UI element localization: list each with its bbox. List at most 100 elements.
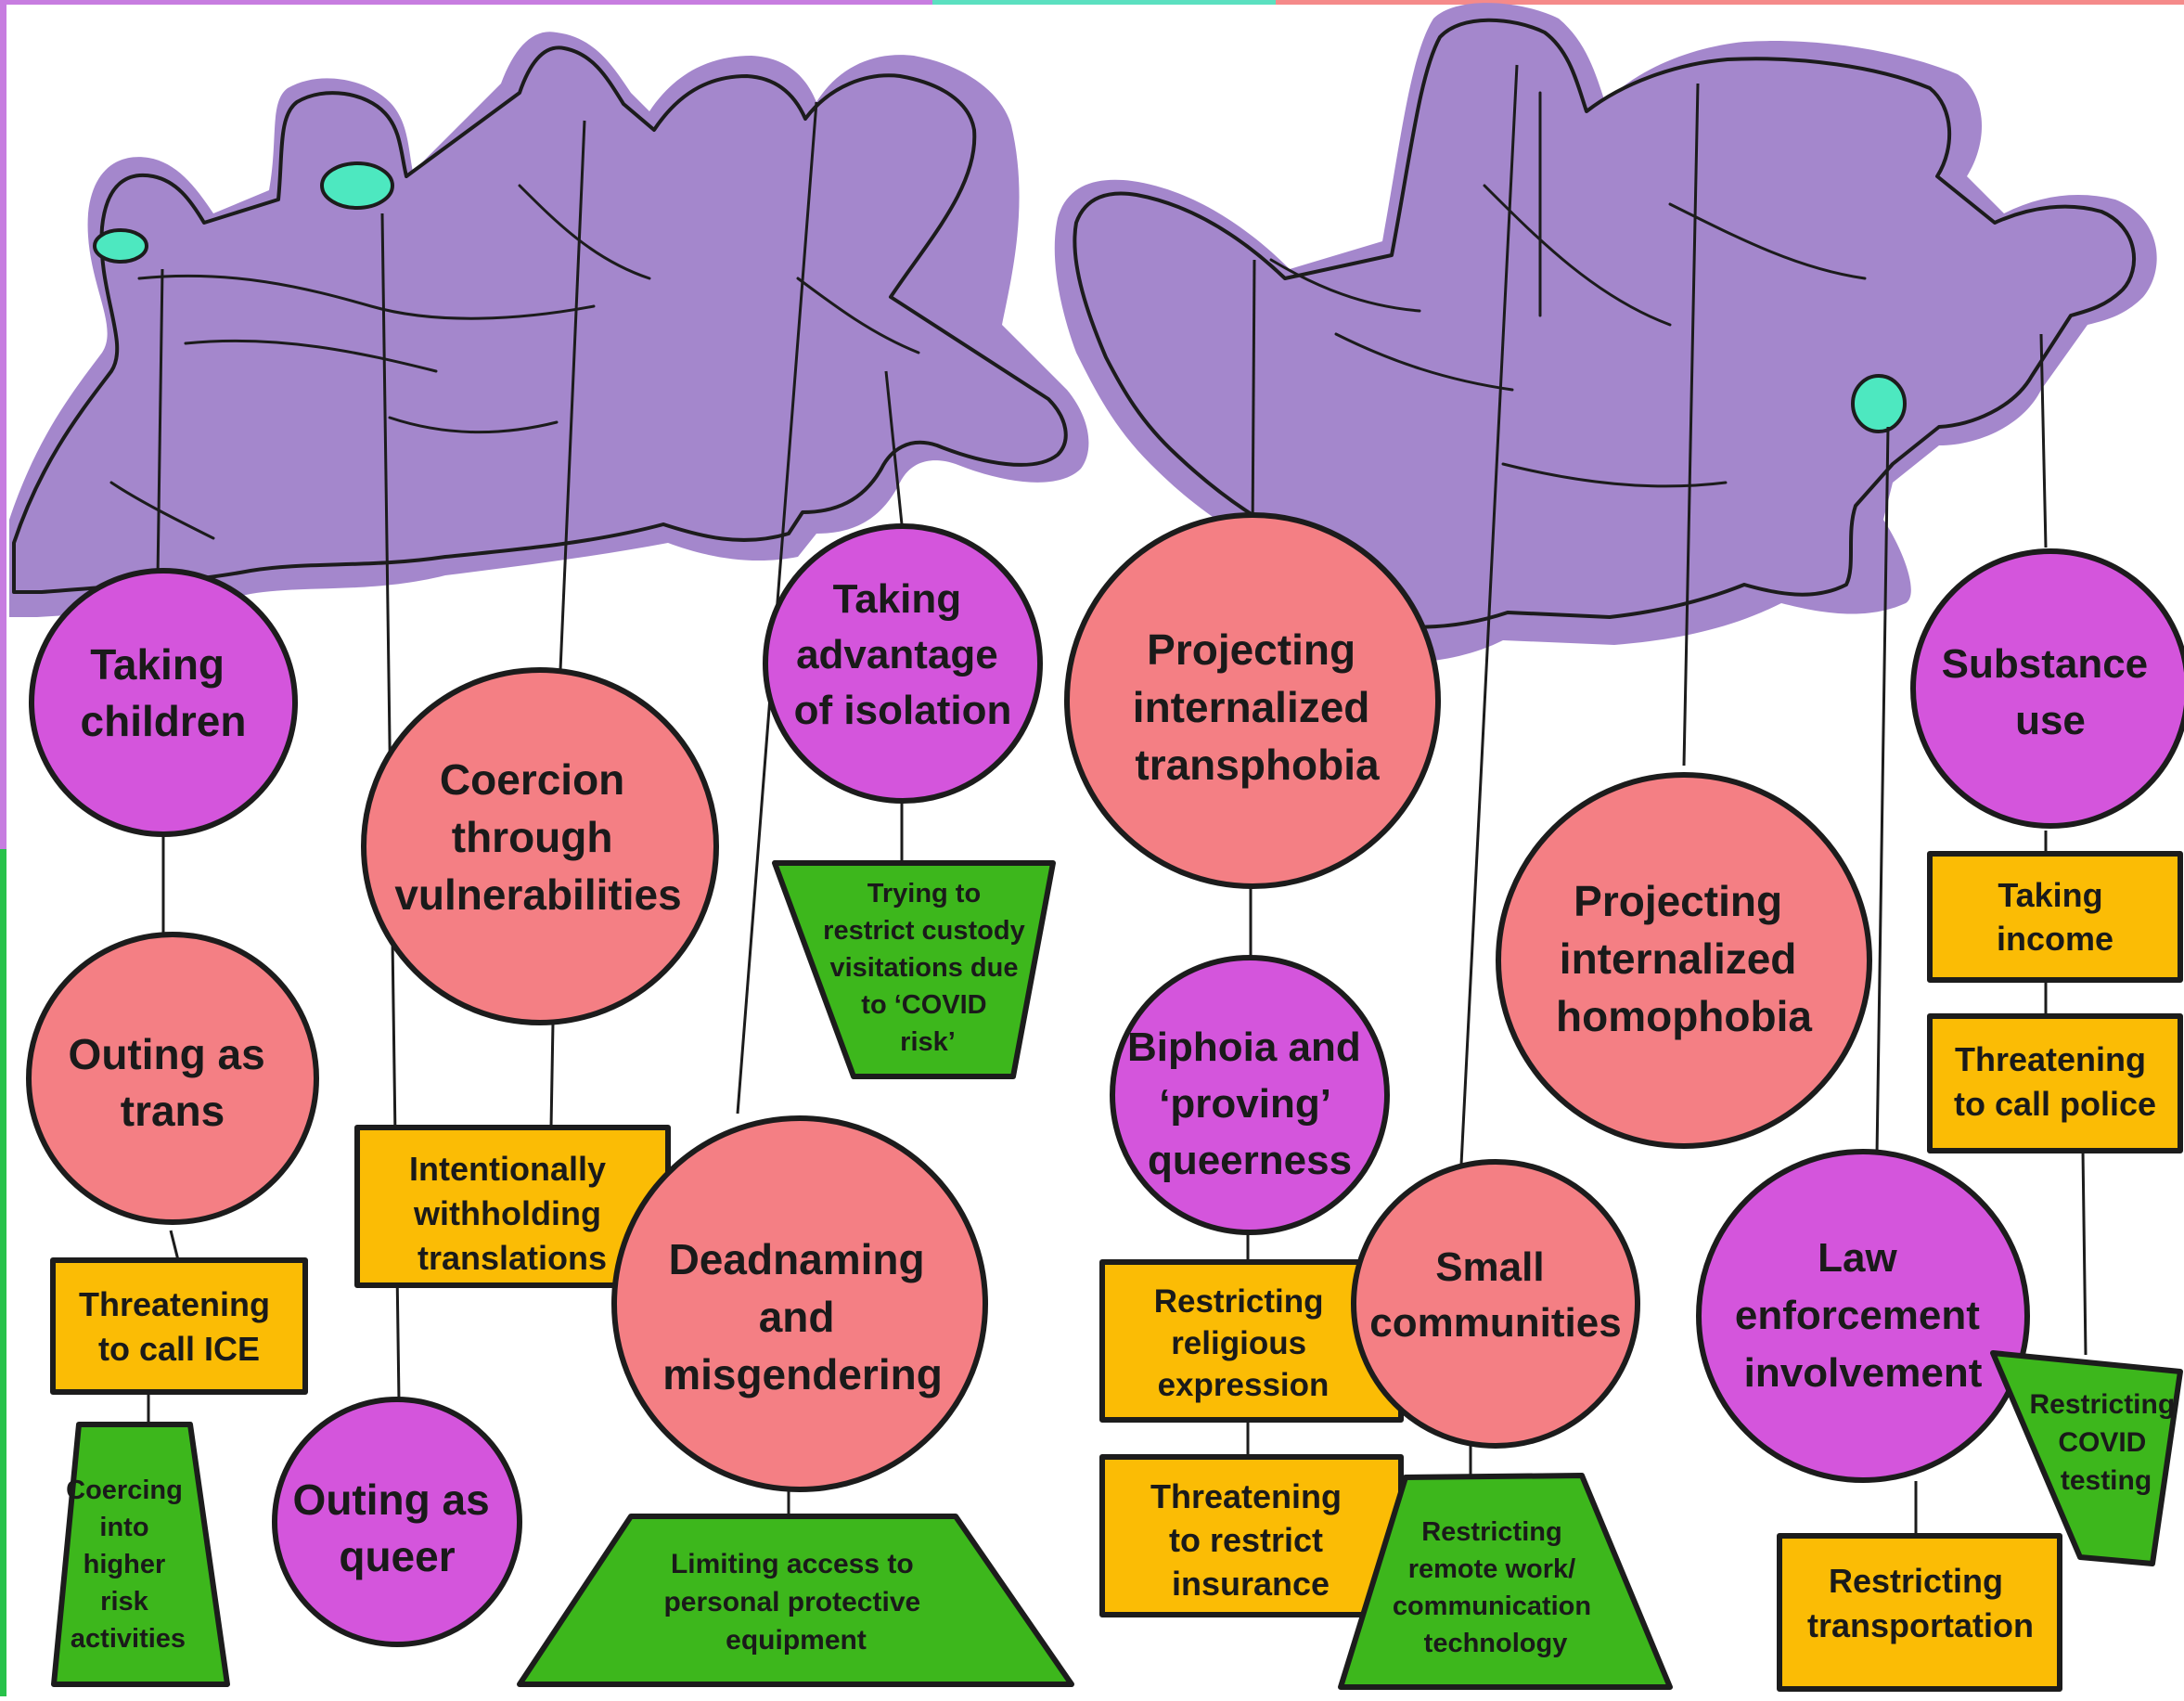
tactic-shape (29, 568, 298, 837)
label-line: activities (71, 1624, 186, 1654)
right-puppeteer-hand-icon (1054, 3, 2157, 663)
tactic-internalized-transphobia: Projecting internalized transphobia (1064, 512, 1441, 889)
label-line: use (2015, 698, 2086, 743)
label-line: and (759, 1293, 835, 1341)
string-isolation (884, 370, 904, 525)
tactic-shape (1064, 512, 1441, 889)
tactic-shape (50, 1257, 308, 1395)
label-line: Small (1435, 1244, 1544, 1290)
label-line: to call ICE (98, 1330, 260, 1368)
tactic-label: Limiting access to personal protective e… (663, 1549, 928, 1656)
left-hand-body (12, 45, 1068, 594)
border-left-top (0, 0, 6, 849)
label-line: translations (418, 1239, 607, 1277)
label-line: religious (1171, 1325, 1306, 1361)
label-line: Law (1818, 1235, 1897, 1281)
tactic-shape (763, 523, 1043, 804)
tactic-threatening-insurance: Threatening to restrict insurance (1099, 1454, 1404, 1617)
label-line: Intentionally (409, 1150, 606, 1188)
tactic-threatening-ice: Threatening to call ICE (50, 1257, 308, 1395)
tactic-shape (1927, 851, 2183, 983)
right-hand-crease (1483, 184, 1672, 327)
label-line: risk (100, 1587, 148, 1617)
tactic-label: Law enforcement involvement (1735, 1235, 1991, 1396)
tactic-internalized-homophobia: Projecting internalized homophobia (1496, 772, 1872, 1149)
tactic-label: Trying to restrict custody visitations d… (823, 879, 1033, 1057)
label-line: communities (1369, 1300, 1621, 1346)
string-substance-use (2039, 333, 2048, 548)
tactic-shape (517, 1514, 1074, 1687)
label-line: Restricting (1154, 1283, 1324, 1320)
tactic-shape (272, 1397, 522, 1647)
tactic-shape (26, 932, 319, 1225)
label-line: technology (1424, 1629, 1568, 1658)
label-line: remote work/ (1408, 1554, 1576, 1584)
tactic-restrict-custody: Trying to restrict custody visitations d… (772, 860, 1056, 1079)
tactic-label: Intentionally withholding translations (409, 1150, 615, 1277)
label-line: testing (2061, 1465, 2152, 1496)
tactic-limiting-ppe: Limiting access to personal protective e… (517, 1514, 1074, 1687)
tactic-label: Deadnaming and misgendering (662, 1235, 943, 1398)
label-line: Restricting (2029, 1389, 2175, 1420)
label-line: income (1997, 920, 2113, 958)
label-line: Limiting access to (671, 1549, 914, 1579)
label-line: Restricting (1421, 1517, 1561, 1547)
tactic-shape (772, 860, 1056, 1079)
tactic-shape (611, 1115, 988, 1492)
label-line: communication (1393, 1591, 1591, 1621)
label-line: of isolation (794, 688, 1012, 733)
label-line: Trying to (867, 879, 981, 908)
right-hand-fingernail (1851, 374, 1907, 433)
tactic-restricting-religious: Restricting religious expression (1099, 1259, 1404, 1423)
tactic-label: Restricting transportation (1807, 1562, 2034, 1644)
string-coercion-to-withholding (549, 1022, 555, 1128)
tactic-label: Coercion through vulnerabilities (394, 755, 681, 919)
tactic-withholding-translations: Intentionally withholding translations (354, 1125, 671, 1288)
border-top-right (1276, 0, 2184, 5)
label-line: homophobia (1556, 992, 1812, 1040)
string-law-enforcement (1875, 426, 1890, 1156)
tactic-label: Projecting internalized homophobia (1556, 877, 1812, 1040)
left-hand-crease (184, 339, 438, 373)
tactic-restricting-transportation: Restricting transportation (1777, 1533, 2062, 1692)
tactic-shape (1927, 1013, 2183, 1153)
left-hand-crease (796, 277, 920, 354)
tactic-label: Taking children (81, 640, 247, 745)
label-line: Outing as (293, 1475, 490, 1524)
label-line: to call police (1954, 1085, 2156, 1123)
string-homophobia (1682, 83, 1700, 767)
tactic-label: Restricting remote work/ communication t… (1393, 1517, 1599, 1658)
label-line: Taking (90, 640, 225, 689)
label-line: equipment (726, 1625, 867, 1656)
string-police-to-covid (2081, 1150, 2088, 1356)
tactic-outing-as-queer: Outing as queer (272, 1397, 522, 1647)
label-line: transportation (1807, 1606, 2034, 1644)
label-line: Outing as (69, 1030, 265, 1078)
label-line: children (81, 697, 247, 745)
tactic-small-communities: Small communities (1351, 1159, 1640, 1449)
tactic-restricting-covid-testing: Restricting COVID testing (1990, 1350, 2183, 1566)
label-line: risk’ (900, 1027, 956, 1057)
tactic-outing-as-trans: Outing as trans (26, 932, 319, 1225)
right-hand-crease (1269, 258, 1421, 313)
label-line: internalized (1133, 683, 1370, 731)
tactic-shape (361, 667, 719, 1025)
tactic-substance-use: Substance use (1910, 548, 2184, 829)
tactic-shape (1099, 1454, 1404, 1617)
tactic-shape (51, 1422, 230, 1687)
label-line: insurance (1172, 1565, 1330, 1603)
tactic-label: Threatening to call police (1954, 1040, 2156, 1123)
label-line: Projecting (1147, 625, 1355, 674)
tactic-label: Projecting internalized transphobia (1133, 625, 1381, 789)
label-line: Deadnaming (669, 1235, 925, 1283)
label-line: COVID (2058, 1427, 2146, 1458)
left-hand-crease (388, 416, 559, 434)
right-hand-crease (1668, 202, 1867, 280)
string-transphobia (1251, 259, 1256, 539)
tactic-shape (1351, 1159, 1640, 1449)
string-taking-children (156, 268, 164, 578)
left-hand-crease (518, 184, 651, 280)
label-line: ‘proving’ (1159, 1081, 1330, 1127)
label-line: Substance (1942, 641, 2149, 687)
border-top-mid (932, 0, 1276, 5)
